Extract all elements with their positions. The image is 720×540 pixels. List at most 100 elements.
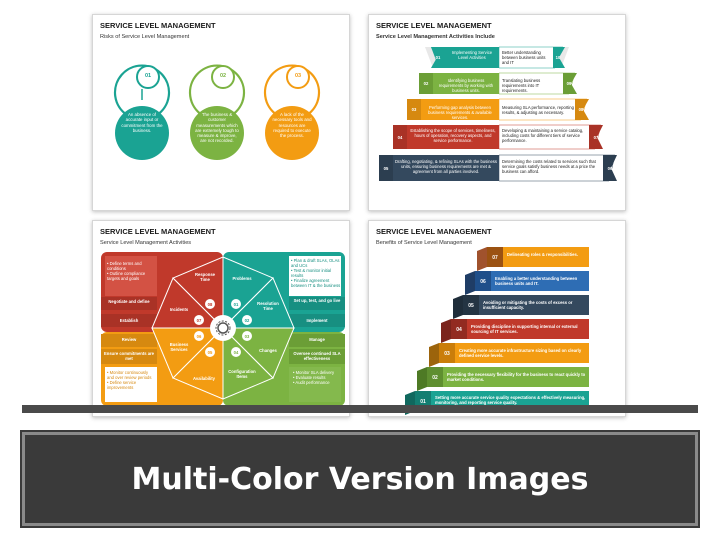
segment-num-01: 01 <box>233 302 239 307</box>
activity-num-10: 10 <box>555 55 561 60</box>
slide-title: SERVICE LEVEL MANAGEMENT <box>376 21 492 30</box>
benefit-text-01: Setting more accurate service quality ex… <box>435 395 586 406</box>
benefit-text-02: Providing the necessary flexibility for … <box>447 372 586 383</box>
segment-num-04: 04 <box>233 350 239 355</box>
right-bottom-bullets: Monitor SLA delivery Evaluate results Au… <box>293 370 341 385</box>
segment-num-02: 02 <box>244 318 250 323</box>
slide-title: SERVICE LEVEL MANAGEMENT <box>376 227 492 236</box>
risk-text-3: A lack of the necessary tools and resour… <box>272 112 312 139</box>
risk-ring-2 <box>188 64 246 116</box>
slide-activities-include[interactable]: SERVICE LEVEL MANAGEMENT Service Level M… <box>368 14 626 211</box>
divider-bar <box>22 405 698 413</box>
segment-num-06: 06 <box>196 334 202 339</box>
bullet: Audit performance <box>293 380 341 385</box>
segment-label-response-time: Response Time <box>194 272 215 283</box>
activity-text-05: Drafting, negotiating, & refining SLAs w… <box>395 159 497 175</box>
benefit-num-03: 03 <box>444 351 450 357</box>
activity-num-05: 05 <box>383 166 389 171</box>
bullet: Evaluate results <box>293 375 341 380</box>
risk-badge-3 <box>286 65 310 89</box>
slide-title: SERVICE LEVEL MANAGEMENT <box>100 227 216 236</box>
activity-num-04: 04 <box>397 135 403 140</box>
left-label-3: Review <box>121 337 137 342</box>
benefit-num-07: 07 <box>492 255 498 261</box>
bullet: Define terms and conditions <box>107 261 155 271</box>
left-label-4: Ensure commitments are met <box>103 351 155 362</box>
bullet: Test & monitor initial results <box>291 268 341 278</box>
activity-text-02: Identifying business requirements by wor… <box>438 78 494 94</box>
activity-text-01: Implementing Service Level Activities <box>451 50 493 61</box>
benefit-num-04: 04 <box>456 327 462 333</box>
benefit-num-05: 05 <box>468 303 474 309</box>
segment-num-08: 08 <box>207 302 213 307</box>
slide-benefits[interactable]: SERVICE LEVEL MANAGEMENT Benefits of Ser… <box>368 220 626 417</box>
activity-text-08: Measuring SLA performance, reporting res… <box>502 105 574 116</box>
segment-num-07: 07 <box>196 318 202 323</box>
risk-badge-1 <box>136 65 160 89</box>
benefit-text-06: Enabling a better understanding between … <box>495 276 578 287</box>
activity-bar-02 <box>419 73 499 94</box>
gear-icon <box>217 322 229 334</box>
risk-ring-3 <box>263 64 321 116</box>
benefit-bar-05 <box>463 295 589 315</box>
wheel-hub <box>210 315 236 341</box>
left-bottom-bullets: Monitor continuously and over review per… <box>107 370 155 390</box>
segment-num-05: 05 <box>207 350 213 355</box>
right-label-1: Set up, test, and go live <box>293 298 341 303</box>
slide-activities-wheel[interactable]: SERVICE LEVEL MANAGEMENT Service Level M… <box>92 220 350 417</box>
benefit-num-02: 02 <box>432 375 438 381</box>
slide-title: SERVICE LEVEL MANAGEMENT <box>100 21 216 30</box>
left-label-1: Negotiate and define <box>108 299 150 304</box>
segment-label-business-services: Business Services <box>169 342 189 353</box>
benefit-bar-03 <box>439 343 589 363</box>
risk-circle-2 <box>190 106 244 160</box>
risk-ring-1 <box>113 64 171 116</box>
activity-bar-01 <box>431 47 499 68</box>
benefit-num-06: 06 <box>480 279 486 285</box>
risk-circle-3 <box>265 106 319 160</box>
activity-text-09: Translating business requirements into I… <box>502 78 541 94</box>
right-label-3: Manage <box>309 337 325 342</box>
risk-badge-2 <box>211 65 235 89</box>
slide-subtitle: Service Level Management Activities <box>100 240 192 246</box>
slide-subtitle: Benefits of Service Level Management <box>376 240 472 246</box>
activity-text-06: Determining the costs related to service… <box>502 159 596 175</box>
bullet: Plan & draft SLAs, OLAs and UCs <box>291 258 341 268</box>
segment-label-resolution-time: Resolution Time <box>257 301 279 312</box>
activity-text-10: Better understanding between business un… <box>502 50 546 66</box>
risk-num-3: 03 <box>294 73 302 79</box>
risks-graphic <box>113 64 321 160</box>
activity-num-07: 07 <box>593 135 599 140</box>
benefit-text-03: Creating more accurate infrastructure si… <box>459 348 582 359</box>
activity-num-01: 01 <box>435 55 441 60</box>
activity-text-04: Establishing the scope of services, time… <box>410 128 496 144</box>
segment-label-problems: Problems <box>232 276 252 281</box>
segment-num-03: 03 <box>244 334 250 339</box>
segment-label-availability: Availability <box>193 376 215 381</box>
activity-num-06: 06 <box>607 166 613 171</box>
bullet: Define service improvements <box>107 380 155 390</box>
caption-banner: Multi-Color Version Images <box>20 430 700 528</box>
benefit-text-07: Delineating roles & responsibilities. <box>507 252 578 257</box>
right-label-4: Oversee continued SLA effectiveness <box>293 351 341 362</box>
risk-text-1: An absence of accurate input or commitme… <box>121 112 163 133</box>
left-label-2: Establish <box>119 318 139 323</box>
bullet: Monitor SLA delivery <box>293 370 341 375</box>
activity-num-03: 03 <box>411 107 417 112</box>
benefit-text-05: Avoiding or mitigating the costs of exce… <box>483 300 573 311</box>
slide-risks[interactable]: SERVICE LEVEL MANAGEMENT Risks of Servic… <box>92 14 350 211</box>
wheel <box>151 256 295 400</box>
activity-num-09: 09 <box>566 81 572 86</box>
benefits-stairs <box>405 247 589 415</box>
activity-text-03: Performing gap analysis between business… <box>428 105 492 121</box>
banner-title: Multi-Color Version Images <box>131 461 589 497</box>
benefit-bar-06 <box>475 271 589 291</box>
risk-num-2: 02 <box>219 73 227 79</box>
activities-stack <box>379 46 617 182</box>
slide-subtitle: Service Level Management Activities Incl… <box>376 34 495 40</box>
benefit-bar-04 <box>451 319 589 339</box>
benefit-num-01: 01 <box>420 399 426 405</box>
bullet: Finalize agreement between IT & the busi… <box>291 278 341 288</box>
activity-bar-03 <box>407 99 499 120</box>
